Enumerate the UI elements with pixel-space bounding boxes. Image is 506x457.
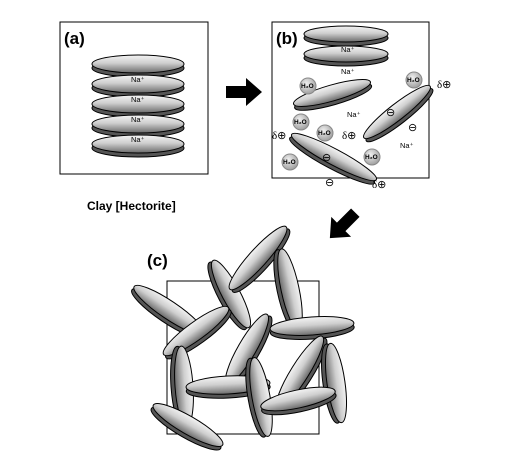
clay-layer xyxy=(303,25,389,47)
delta-positive: δ⊕ xyxy=(437,79,451,91)
panel-a-frame xyxy=(59,21,209,175)
clay-layer xyxy=(260,386,337,416)
panel-b: (b) Na⁺ Na⁺ H₂O H₂O H₂O H₂O xyxy=(271,21,451,191)
delta-positive: δ⊕ xyxy=(342,130,356,142)
svg-text:H₂O: H₂O xyxy=(301,83,314,90)
ion-label: Na⁺ xyxy=(400,141,414,150)
water-molecule: H₂O xyxy=(316,124,334,142)
water-molecule: H₂O xyxy=(292,113,310,131)
clay-layer xyxy=(321,342,348,424)
arrow-down-left-icon xyxy=(329,208,360,239)
clay-layer xyxy=(303,45,389,67)
clay-layer xyxy=(363,84,434,143)
svg-text:H₂O: H₂O xyxy=(283,159,296,166)
panel-a-label: (a) xyxy=(64,29,85,48)
panel-b-label: (b) xyxy=(276,29,298,48)
water-molecule: H₂O xyxy=(405,71,423,89)
interlayer-ion: Na⁺ xyxy=(131,95,145,104)
clay-layer xyxy=(91,74,185,98)
clay-stack: Na⁺ Na⁺ Na⁺ Na⁺ xyxy=(91,54,185,158)
arrow-right-icon xyxy=(226,78,262,106)
water-molecule: H₂O xyxy=(363,148,381,166)
clay-layer xyxy=(91,114,185,138)
delta-positive: δ⊕ xyxy=(272,130,286,142)
clay-layer xyxy=(228,225,291,293)
clay-layer xyxy=(91,94,185,118)
interlayer-ion: Na⁺ xyxy=(131,135,145,144)
interlayer-ion: Na⁺ xyxy=(131,75,145,84)
clay-layer xyxy=(292,79,373,111)
clay-layer xyxy=(170,345,194,427)
panel-a: (a) Na⁺ Na⁺ xyxy=(59,21,209,213)
ion-label: Na⁺ xyxy=(347,110,361,119)
negative-charge: ⊖ xyxy=(386,107,395,119)
negative-charge: ⊖ xyxy=(322,152,331,164)
svg-text:H₂O: H₂O xyxy=(318,130,331,137)
panel-c: (c) xyxy=(131,225,355,451)
clay-layer xyxy=(225,313,273,387)
svg-text:H₂O: H₂O xyxy=(365,154,378,161)
svg-text:H₂O: H₂O xyxy=(407,77,420,84)
delta-positive: δ⊕ xyxy=(372,179,386,191)
water-molecule: H₂O xyxy=(281,153,299,171)
panel-c-label: (c) xyxy=(147,251,168,270)
negative-charge: ⊖ xyxy=(325,177,334,189)
panel-a-caption: Clay [Hectorite] xyxy=(87,199,176,213)
clay-layer xyxy=(245,357,273,438)
negative-charge: ⊖ xyxy=(408,122,417,134)
clay-layer xyxy=(289,132,378,185)
interlayer-ion: Na⁺ xyxy=(341,45,355,54)
clay-layer xyxy=(91,134,185,158)
ion-label: Na⁺ xyxy=(341,67,355,76)
clay-layer xyxy=(269,316,355,340)
svg-text:H₂O: H₂O xyxy=(294,119,307,126)
water-molecule: H₂O xyxy=(299,77,317,95)
clay-layer xyxy=(150,403,224,451)
interlayer-ion: Na⁺ xyxy=(131,115,145,124)
clay-layer xyxy=(91,54,185,78)
